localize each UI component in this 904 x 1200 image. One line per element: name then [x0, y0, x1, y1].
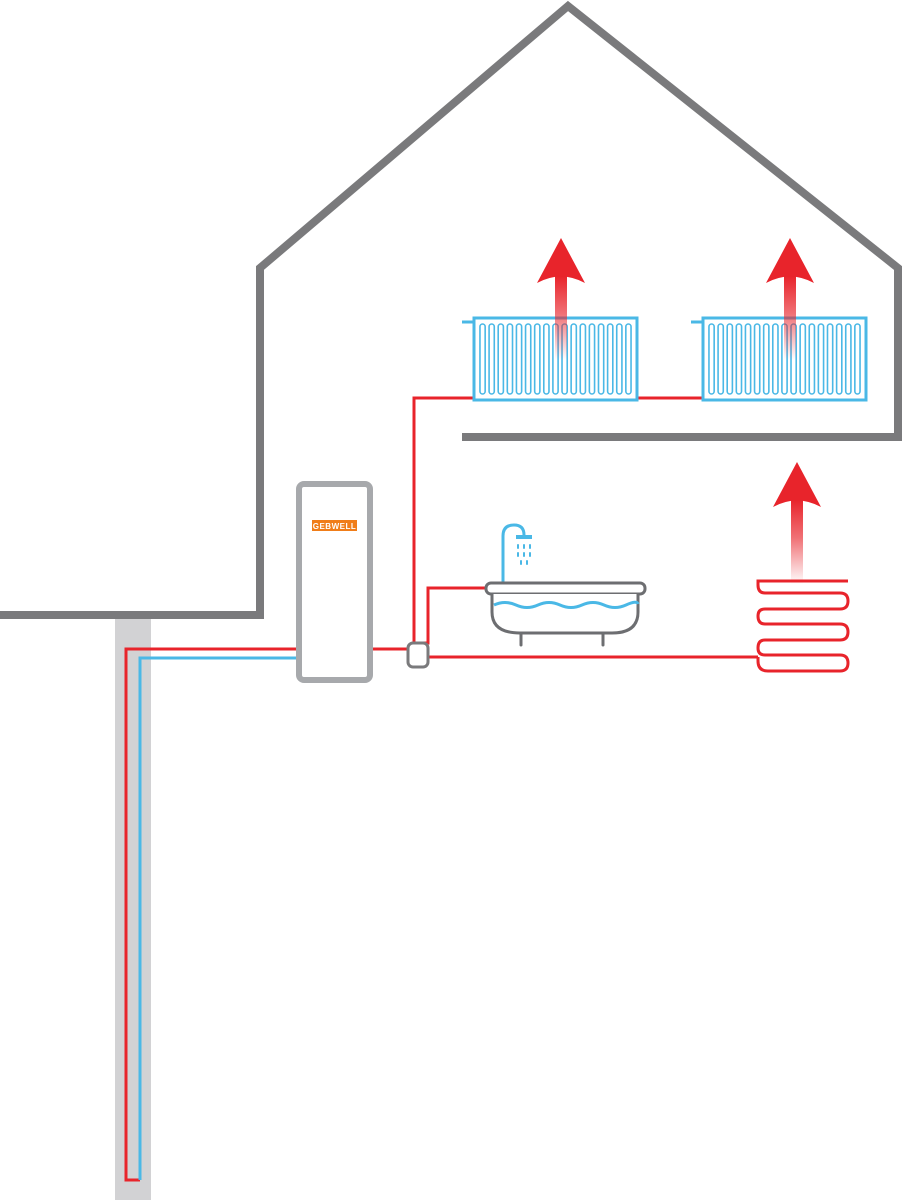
house-outline — [0, 0, 902, 619]
radiator-fin — [515, 323, 523, 395]
radiator-fin — [735, 323, 743, 395]
heat-rising-arrow-icon — [766, 238, 814, 360]
radiator-fin — [717, 323, 725, 395]
radiator-fin — [826, 323, 834, 395]
bathtub-water — [493, 600, 640, 609]
ground-loop-hot-pipe — [124, 647, 300, 1182]
bathtub-pipe — [422, 586, 488, 645]
radiator-fin — [542, 323, 550, 395]
shower-water-drops — [517, 544, 531, 565]
radiator-fin — [524, 323, 532, 395]
heat-rising-arrow-icon — [537, 238, 585, 360]
radiator-fin — [625, 323, 632, 395]
bathtub-icon — [484, 523, 647, 647]
bathtub-rim — [484, 581, 647, 596]
radiator-icon — [462, 316, 639, 402]
ground-loop-cold-pipe — [138, 656, 300, 1180]
radiator-fin — [597, 323, 605, 395]
radiator-fin — [579, 323, 587, 395]
floor-heating-coil-icon — [756, 579, 850, 673]
radiator-fin — [506, 323, 514, 395]
valve-icon — [406, 641, 430, 669]
radiator-fin — [808, 323, 816, 395]
radiator-fin — [588, 323, 596, 395]
radiator-icon — [691, 316, 868, 402]
brand-logo — [312, 520, 357, 531]
radiator-fin — [570, 323, 578, 395]
radiator-fin — [835, 323, 843, 395]
brand-label: GEBWELL — [313, 522, 357, 531]
radiator-fin — [497, 323, 505, 395]
radiator-fin — [708, 323, 715, 395]
radiator-fin — [817, 323, 825, 395]
radiator-fin — [606, 323, 614, 395]
radiator-fin — [744, 323, 752, 395]
radiator-fin — [799, 323, 807, 395]
radiator-fin — [479, 323, 486, 395]
borehole — [115, 618, 151, 1200]
bathtub-body — [490, 594, 640, 635]
radiator-fin — [762, 323, 770, 395]
radiator-fin — [533, 323, 541, 395]
shower-head-icon — [516, 535, 532, 539]
radiator-fin — [726, 323, 734, 395]
radiator-fin — [854, 323, 861, 395]
radiator-fin — [771, 323, 779, 395]
shower-pipe — [501, 523, 526, 585]
radiator-fin — [488, 323, 496, 395]
radiator-fin — [753, 323, 761, 395]
radiator-riser-pipe — [412, 396, 474, 643]
radiator-fin — [615, 323, 623, 395]
radiator-fin — [844, 323, 852, 395]
heat-rising-arrow-icon — [773, 462, 821, 584]
heat-pump-icon: GEBWELL — [296, 481, 373, 683]
